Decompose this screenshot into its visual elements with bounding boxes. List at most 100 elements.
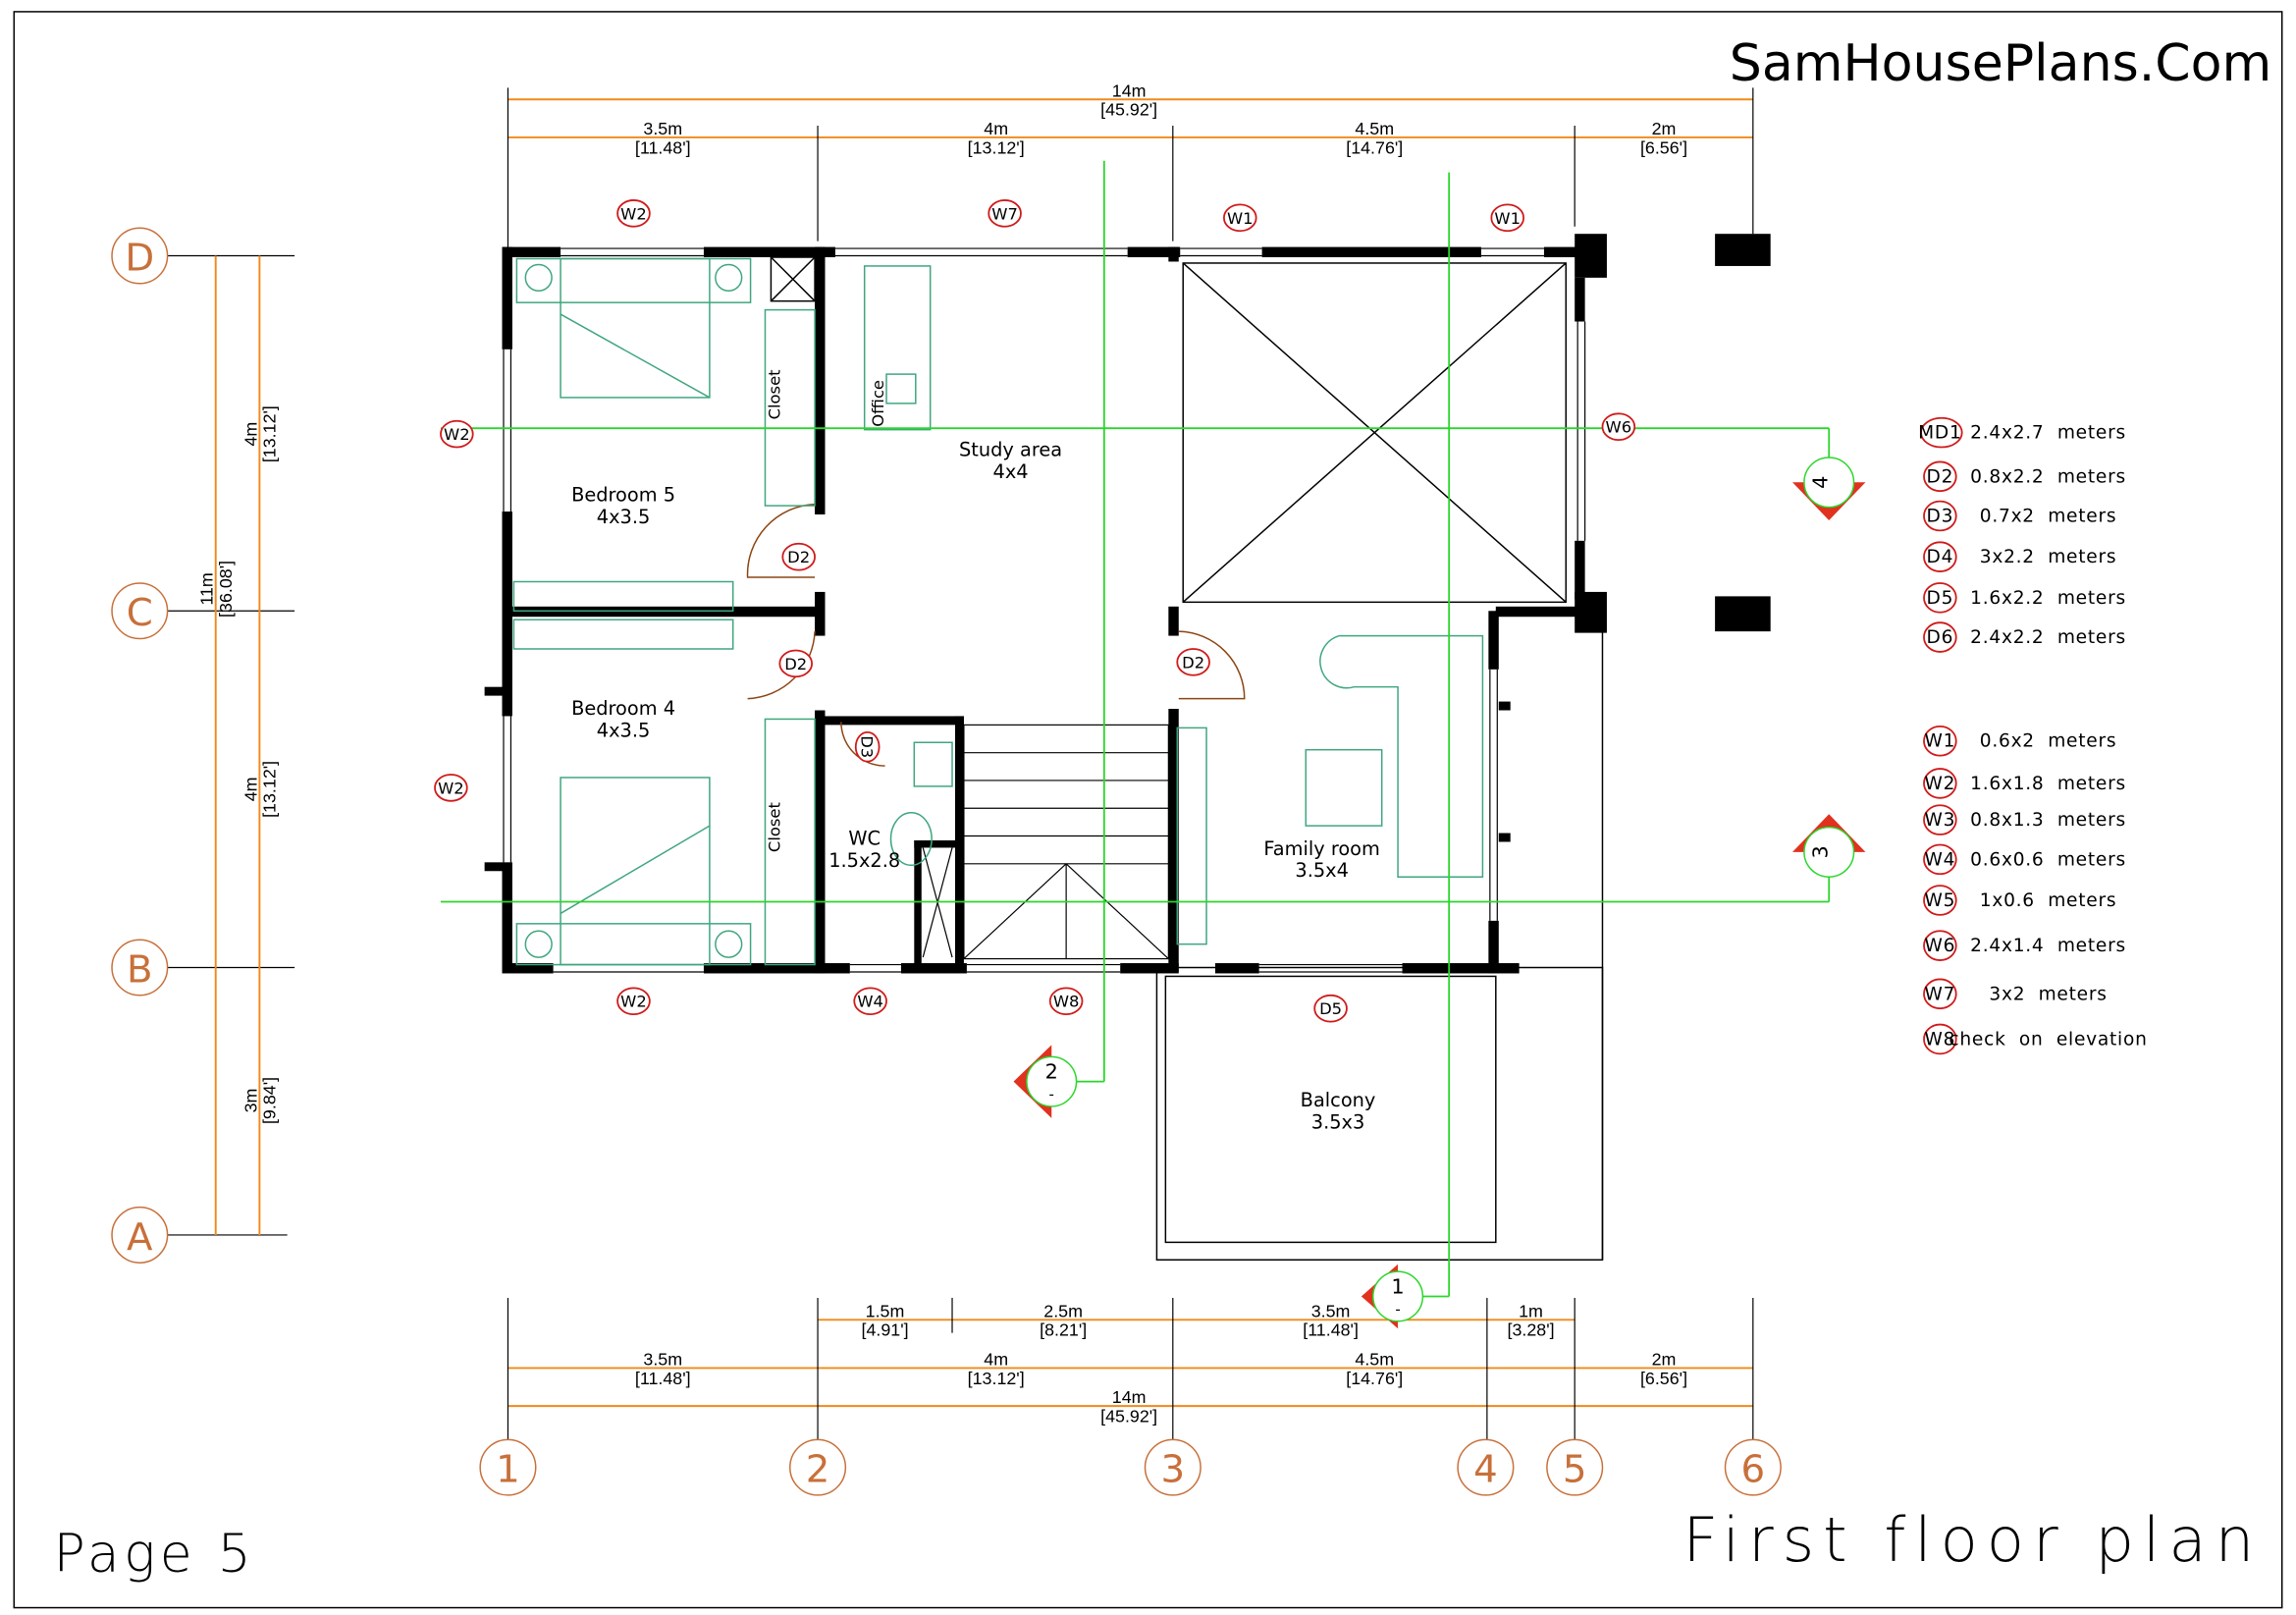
legend-code-bubble xyxy=(1923,1023,1957,1055)
bed-bedroom5 xyxy=(515,257,752,399)
dim-ft: [4.91'] xyxy=(861,1320,908,1340)
svg-text:D5: D5 xyxy=(1319,999,1342,1018)
dim-ft: [36.08'] xyxy=(216,561,236,618)
legend-code: W1 xyxy=(1925,731,1956,752)
legend-code-bubble xyxy=(1923,541,1957,572)
legend-size: 1x0.6 meters xyxy=(1980,890,2117,911)
legend-code-bubble xyxy=(1923,582,1957,614)
legend-code: W3 xyxy=(1925,810,1956,831)
dim-m: 4m xyxy=(240,422,260,447)
tag-W6: W6 xyxy=(1601,412,1636,441)
legend-code-bubble xyxy=(1923,978,1957,1010)
dim-m: 2.5m xyxy=(1043,1301,1083,1320)
legend-size: 1.6x2.2 meters xyxy=(1970,588,2126,609)
legend-code: W5 xyxy=(1925,890,1956,911)
row-axes: D C B A 11m[36.08'] 4m[13.12'] 4m[13.12'… xyxy=(111,227,295,1264)
tag-W2: W2 xyxy=(434,774,468,802)
svg-text:-: - xyxy=(1049,1085,1054,1103)
tag-W1: W1 xyxy=(1223,203,1257,233)
legend-size: 2.4x2.7 meters xyxy=(1970,423,2126,444)
svg-text:4: 4 xyxy=(1473,1448,1498,1492)
svg-text:3: 3 xyxy=(1809,845,1833,858)
svg-text:D2: D2 xyxy=(787,548,810,566)
svg-text:D2: D2 xyxy=(784,655,807,673)
room-size-bedroom4: 4x3.5 xyxy=(597,719,651,741)
legend-size: 2.4x1.4 meters xyxy=(1970,936,2126,956)
svg-text:W6: W6 xyxy=(1606,418,1632,437)
legend-size: 2.4x2.2 meters xyxy=(1970,627,2126,648)
dim-ft: [3.28'] xyxy=(1507,1320,1554,1340)
dim-ft: [14.76'] xyxy=(1346,137,1403,157)
svg-text:B: B xyxy=(127,947,153,992)
dim-ft: [9.84'] xyxy=(260,1077,280,1124)
dim-ft: [13.12'] xyxy=(968,1369,1025,1388)
svg-text:6: 6 xyxy=(1741,1448,1766,1492)
svg-text:W8: W8 xyxy=(1053,993,1080,1011)
legend-size: 0.8x1.3 meters xyxy=(1970,810,2126,831)
svg-text:A: A xyxy=(127,1215,153,1260)
section-marker-4: 4 xyxy=(1792,457,1866,520)
closet-label: Closet xyxy=(765,369,783,420)
sheet-border xyxy=(13,11,2283,1609)
tag-W2: W2 xyxy=(616,987,651,1016)
legend-code-bubble xyxy=(1923,885,1957,916)
tag-D2: D2 xyxy=(1176,648,1210,676)
legend-code: W2 xyxy=(1925,774,1956,794)
dim-total-m: 14m xyxy=(1112,1387,1147,1407)
room-name-bedroom4: Bedroom 4 xyxy=(571,697,675,720)
closet-labels: Closet Closet Office xyxy=(765,369,887,852)
dim-ft: [6.56'] xyxy=(1640,1369,1687,1388)
legend-size: 0.6x0.6 meters xyxy=(1970,849,2126,870)
dim-m: 4m xyxy=(240,777,260,801)
axis-bubble-B: B xyxy=(111,939,169,996)
legend-row: W5 1x0.6 meters xyxy=(1923,885,2117,916)
room-name-balcony: Balcony xyxy=(1301,1089,1376,1111)
svg-text:W1: W1 xyxy=(1494,209,1521,228)
room-labels: Bedroom 5 4x3.5 Bedroom 4 4x3.5 Study ar… xyxy=(571,438,1380,1133)
dim-total-ft: [45.92'] xyxy=(1100,1406,1157,1426)
svg-text:-: - xyxy=(1395,1300,1400,1318)
legend-size: 3x2 meters xyxy=(1989,984,2107,1004)
dim-ft: [13.12'] xyxy=(968,137,1025,157)
dim-m: 1.5m xyxy=(866,1301,905,1320)
opening-tags: W2 W7 W1 W1 W2 W6 D2 D2 D2 D3 W2 W2 W4 W… xyxy=(434,199,1636,1023)
dim-ft: [11.48'] xyxy=(1303,1320,1359,1340)
axis-bubble-1: 1 xyxy=(479,1438,537,1496)
dim-total-m: 14m xyxy=(1112,81,1147,100)
legend-code: D6 xyxy=(1927,627,1954,648)
axis-bubble-D: D xyxy=(111,227,169,285)
plan-title: First floor plan xyxy=(1682,1504,2263,1576)
axis-bubble-6: 6 xyxy=(1724,1438,1782,1496)
legend-code-bubble xyxy=(1923,725,1957,757)
svg-text:5: 5 xyxy=(1563,1448,1587,1492)
dim-ft: [14.76'] xyxy=(1346,1369,1403,1388)
axis-bubble-2: 2 xyxy=(789,1438,847,1496)
svg-text:D2: D2 xyxy=(1182,653,1204,672)
tag-W4: W4 xyxy=(853,987,887,1016)
dim-m: 11m xyxy=(197,572,217,605)
svg-text:1: 1 xyxy=(1391,1274,1404,1298)
dim-m: 4m xyxy=(984,1349,1008,1369)
dim-m: 1m xyxy=(1519,1301,1543,1320)
room-size-family: 3.5x4 xyxy=(1295,859,1349,882)
tag-D5: D5 xyxy=(1313,994,1348,1023)
legend-code: D2 xyxy=(1927,466,1954,487)
room-size-wc: 1.5x2.8 xyxy=(828,849,900,872)
room-name-study: Study area xyxy=(959,438,1062,460)
dim-ft: [13.12'] xyxy=(260,405,280,462)
svg-text:1: 1 xyxy=(496,1448,520,1492)
room-size-study: 4x4 xyxy=(993,460,1029,483)
dim-m: 2m xyxy=(1652,1349,1677,1369)
svg-text:W1: W1 xyxy=(1227,209,1254,228)
brand-title: SamHousePlans.Com xyxy=(1730,34,2272,93)
legend-size: 3x2.2 meters xyxy=(1980,547,2117,567)
svg-text:3: 3 xyxy=(1160,1448,1185,1492)
dim-m: 4.5m xyxy=(1355,119,1394,138)
